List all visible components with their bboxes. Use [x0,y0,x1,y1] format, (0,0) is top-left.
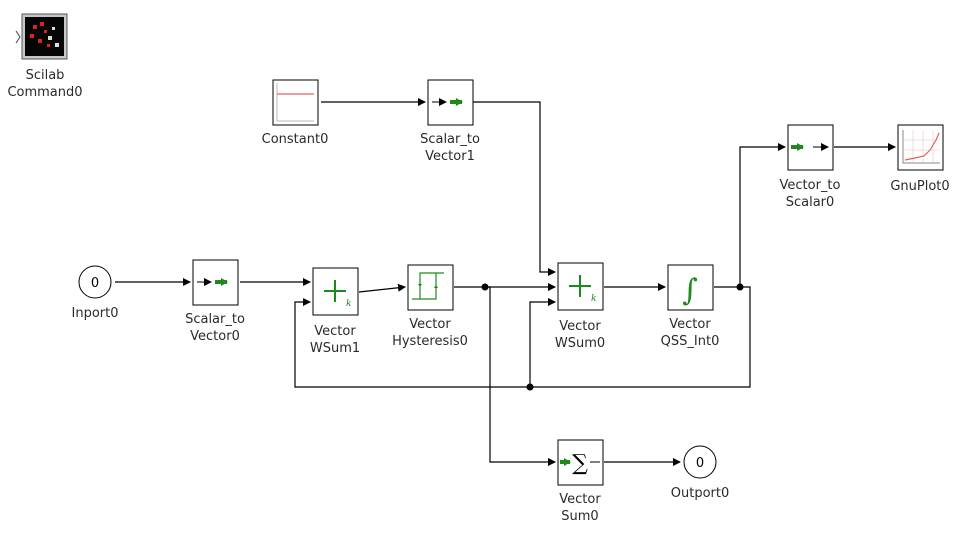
label-gnuplot: GnuPlot0 [890,179,950,194]
block-scalar-to-vector1[interactable] [427,79,474,126]
sum-icon: ∑ [560,451,600,476]
block-scalar-to-vector0[interactable] [192,259,239,306]
link-feedback-to-wsum0[interactable] [529,298,556,387]
label-scalar-to-vector1: Scalar_to Vector1 [420,132,480,164]
svg-text:k: k [346,299,351,309]
block-gnuplot[interactable] [897,124,944,171]
block-inport[interactable]: 0 [78,265,112,299]
label-vector-to-scalar: Vector_to Scalar0 [779,178,841,210]
weighted-sum-icon: k [569,275,596,304]
label-scalar-to-vector0: Scalar_to Vector0 [185,312,245,344]
block-vector-to-scalar[interactable] [787,124,834,171]
block-outport[interactable]: 0 [683,445,717,479]
link-hysteresis-to-vector-sum[interactable] [485,286,556,466]
inport-number: 0 [91,276,99,291]
label-vector-wsum1: Vector WSum1 [309,324,361,356]
input-port-chevron-icon [15,30,21,44]
block-vector-hysteresis[interactable] [407,264,454,311]
label-scilab-command: Scilab Command0 [7,68,83,100]
label-inport: Inport0 [71,306,119,321]
svg-text:∑: ∑ [572,451,588,476]
hysteresis-icon [412,272,444,300]
block-vector-qss-int[interactable]: ∫ [667,264,714,311]
link-scalar-to-vector1-to-wsum0[interactable] [473,101,556,276]
weighted-sum-icon: k [324,280,351,309]
link-qss-int-to-vector-to-scalar[interactable] [714,143,786,288]
block-vector-wsum0[interactable]: k [557,262,604,311]
link-wsum1-to-hysteresis[interactable] [358,283,406,293]
block-scilab-command[interactable] [15,13,68,60]
label-vector-hysteresis: Vector Hysteresis0 [392,317,468,349]
block-vector-wsum1[interactable]: k [312,267,359,316]
plot-icon [902,130,940,164]
block-vector-sum[interactable]: ∑ [557,439,604,486]
integral-icon: ∫ [682,273,698,308]
label-vector-qss-int: Vector QSS_Int0 [660,317,720,349]
link-qss-int-feedback-to-wsum1[interactable] [294,286,751,388]
svg-text:k: k [591,294,596,304]
outport-number: 0 [696,456,704,471]
split-point [736,283,744,291]
split-point [481,283,489,291]
constant-plot-icon [276,83,314,122]
split-point [526,383,534,391]
label-outport: Outport0 [670,486,730,501]
wires [115,98,896,466]
label-constant: Constant0 [261,132,329,147]
label-vector-sum: Vector Sum0 [559,492,601,524]
block-constant[interactable] [272,79,319,126]
label-vector-wsum0: Vector WSum0 [554,319,606,351]
